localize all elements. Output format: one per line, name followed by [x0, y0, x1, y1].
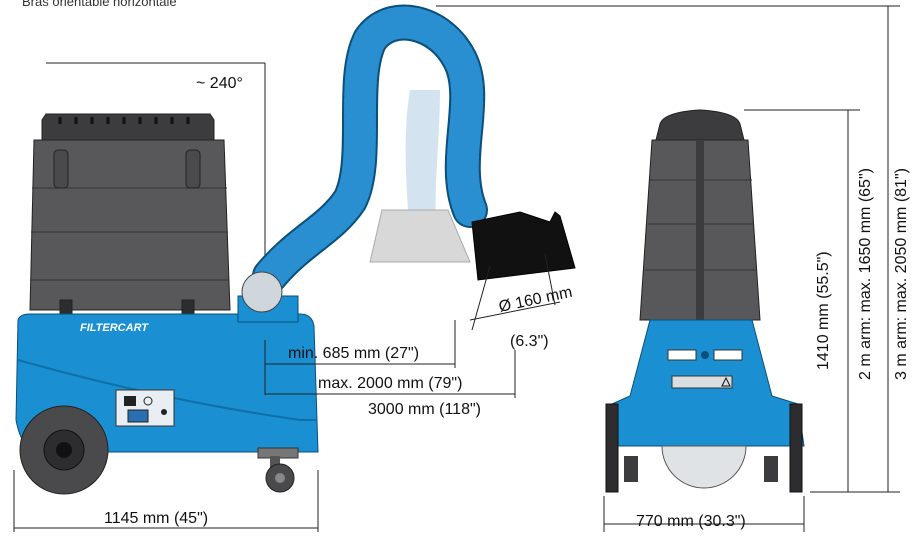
- arm-2m-label: 2 m arm: max. 1650 mm (65"): [857, 168, 874, 380]
- arm-joint: [241, 271, 283, 313]
- front-lid: [655, 109, 745, 141]
- tank-handle-left: [53, 149, 69, 189]
- hood-diameter-label: Ø 160 mm: [497, 284, 574, 316]
- tank-handle-right: [185, 149, 201, 189]
- ghost-hood: [369, 209, 471, 263]
- hood: [471, 211, 576, 281]
- power-switch-icon: [143, 396, 153, 406]
- flex-hose: [254, 6, 486, 292]
- height-label: 1410 mm (55.5"): [815, 251, 832, 370]
- max-reach-label: max. 2000 mm (79"): [318, 375, 462, 392]
- angle-label: ~ 240°: [196, 75, 243, 92]
- reach-3000-label: 3000 mm (118"): [368, 401, 481, 418]
- arm-3m-label: 3 m arm: max. 2050 mm (81"): [893, 168, 910, 380]
- lid-ribs: [58, 117, 190, 124]
- width-label: 770 mm (30.3"): [636, 513, 746, 530]
- warning-sign: [124, 396, 136, 406]
- side-tank: [29, 139, 231, 311]
- side-view-cart: FILTERCART: [15, 113, 319, 495]
- warning-triangle-icon: [721, 376, 731, 387]
- front-view-cart: [605, 109, 805, 493]
- min-reach-label: min. 685 mm (27"): [288, 345, 419, 362]
- extraction-arm: [241, 4, 576, 313]
- top-caption: Bras orientable horizontale: [22, 0, 177, 9]
- front-wheel-left: [605, 403, 619, 493]
- brand-logo: FILTERCART: [80, 322, 149, 334]
- length-label: 1145 mm (45"): [104, 510, 208, 527]
- hood-diameter-inch-label: (6.3"): [510, 333, 549, 350]
- front-wheel-right: [789, 403, 803, 493]
